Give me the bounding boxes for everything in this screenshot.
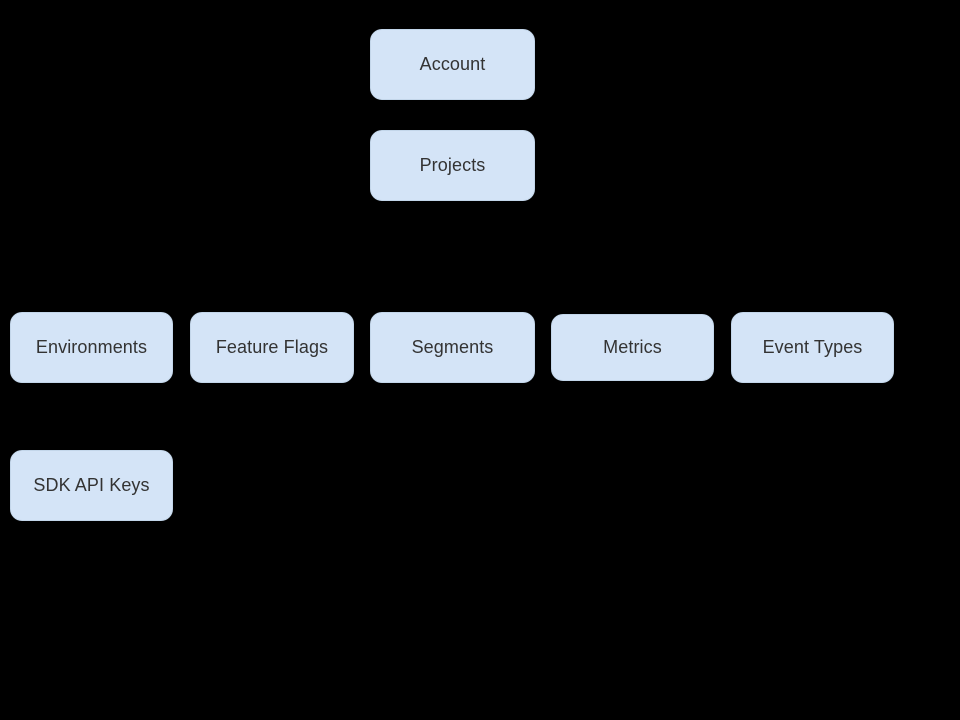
node-event-types[interactable]: Event Types [731, 312, 894, 383]
node-label-environments: Environments [35, 336, 148, 357]
node-account[interactable]: Account [370, 29, 535, 100]
node-metrics[interactable]: Metrics [551, 314, 714, 381]
node-label-feature-flags: Feature Flags [215, 336, 329, 357]
node-label-account: Account [419, 53, 486, 74]
node-label-event-types: Event Types [762, 336, 863, 357]
node-feature-flags[interactable]: Feature Flags [190, 312, 354, 383]
node-environments[interactable]: Environments [10, 312, 173, 383]
node-projects[interactable]: Projects [370, 130, 535, 201]
node-label-projects: Projects [419, 154, 486, 175]
node-label-sdk-api-keys: SDK API Keys [33, 474, 150, 495]
node-segments[interactable]: Segments [370, 312, 535, 383]
node-sdk-api-keys[interactable]: SDK API Keys [10, 450, 173, 521]
node-label-metrics: Metrics [603, 336, 662, 357]
node-label-segments: Segments [411, 336, 494, 357]
